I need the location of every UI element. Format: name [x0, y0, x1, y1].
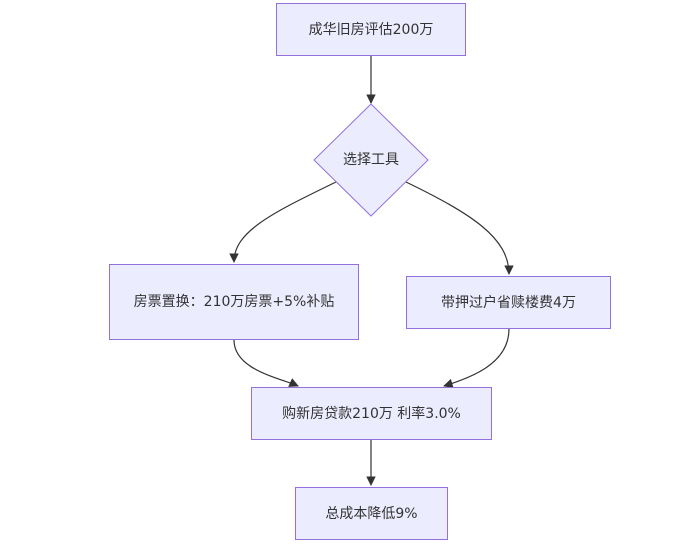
node-loan: 购新房贷款210万 利率3.0%	[251, 387, 492, 440]
node-option-a-label: 房票置换：210万房票+5%补贴	[133, 294, 335, 310]
edges	[229, 56, 514, 486]
node-start-label: 成华旧房评估200万	[308, 21, 434, 38]
edge-decision-to-option-b	[405, 181, 514, 275]
node-start: 成华旧房评估200万	[276, 3, 466, 56]
node-option-a: 房票置换：210万房票+5%补贴	[109, 264, 359, 340]
node-option-b: 带押过户省赎楼费4万	[406, 276, 611, 329]
node-result-label: 总成本降低9%	[325, 505, 418, 522]
node-loan-label: 购新房贷款210万 利率3.0%	[282, 405, 461, 422]
edge-decision-to-option-a	[229, 181, 337, 263]
edge-option-b-to-loan	[443, 328, 510, 389]
node-result: 总成本降低9%	[295, 487, 448, 540]
node-option-b-label: 带押过户省赎楼费4万	[441, 294, 576, 311]
node-decision-label: 选择工具	[343, 152, 399, 168]
decision-diamond	[313, 103, 429, 217]
edge-option-a-to-loan	[233, 339, 299, 387]
